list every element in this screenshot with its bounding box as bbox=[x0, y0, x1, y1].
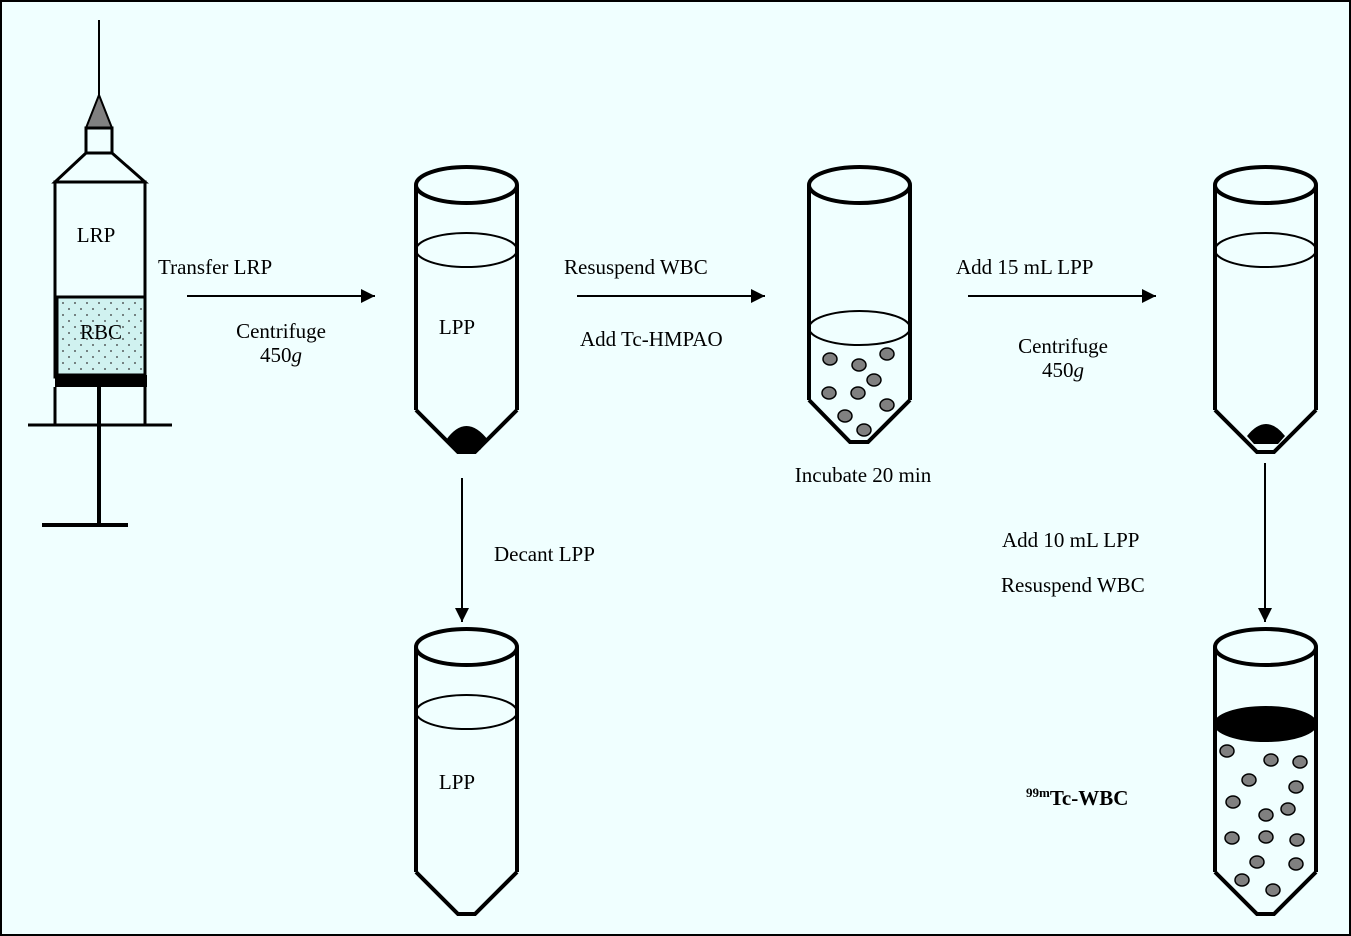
cell bbox=[1288, 857, 1304, 871]
syringe bbox=[28, 20, 172, 527]
tube-5 bbox=[1213, 627, 1318, 916]
decant-label: Decant LPP bbox=[494, 542, 595, 566]
cell bbox=[1234, 873, 1250, 887]
cell bbox=[1219, 744, 1235, 758]
down2-label-line2: Resuspend WBC bbox=[1001, 573, 1145, 597]
step1-bottom-label-line2: 450g bbox=[260, 345, 302, 366]
cell bbox=[1258, 808, 1274, 822]
tube-5-dark-layer bbox=[1214, 706, 1317, 742]
cell bbox=[1292, 755, 1308, 769]
tube-2-meniscus bbox=[808, 310, 911, 346]
cell bbox=[1263, 753, 1279, 767]
cell bbox=[822, 352, 838, 366]
syringe-plunger-seal bbox=[55, 375, 147, 387]
cell bbox=[851, 358, 867, 372]
product-isotope-superscript: 99m bbox=[1026, 785, 1050, 800]
tube4-content-label: LPP bbox=[438, 770, 476, 794]
cell bbox=[1225, 795, 1241, 809]
cell bbox=[1249, 855, 1265, 869]
tube-4 bbox=[414, 627, 519, 916]
step3-speed-unit: g bbox=[1073, 358, 1085, 382]
tube-3 bbox=[1213, 165, 1318, 454]
tube-2 bbox=[807, 165, 912, 444]
step2-bottom-label: Add Tc-HMPAO bbox=[580, 327, 723, 351]
syringe-lrp-label: LRP bbox=[76, 223, 116, 247]
tube-1-pellet bbox=[446, 426, 488, 450]
step3-speed-value: 450 bbox=[1042, 358, 1074, 382]
step1-bottom-label-line1: Centrifuge bbox=[236, 319, 326, 343]
arrows bbox=[187, 289, 1272, 622]
step3-bottom-label-line2: 450g bbox=[1042, 360, 1084, 381]
cell bbox=[856, 423, 872, 437]
tube-2-cells bbox=[821, 347, 895, 437]
tube-3-pellet bbox=[1247, 424, 1285, 444]
cell bbox=[866, 373, 882, 387]
tube-3-meniscus bbox=[1214, 232, 1317, 268]
cell bbox=[1241, 773, 1257, 787]
product-name: Tc-WBC bbox=[1049, 786, 1129, 810]
tube2-caption: Incubate 20 min bbox=[794, 463, 932, 487]
cell bbox=[1224, 831, 1240, 845]
cell bbox=[1288, 780, 1304, 794]
tube1-content-label: LPP bbox=[438, 315, 476, 339]
step2-top-label: Resuspend WBC bbox=[564, 255, 708, 279]
tube-1 bbox=[414, 165, 519, 454]
syringe-rbc-layer bbox=[55, 295, 147, 377]
cell bbox=[1258, 830, 1274, 844]
cell bbox=[1280, 802, 1296, 816]
cell bbox=[850, 386, 866, 400]
step3-bottom-label-line1: Centrifuge bbox=[1018, 334, 1108, 358]
cell bbox=[879, 398, 895, 412]
tube-5-cells bbox=[1219, 744, 1308, 897]
cell bbox=[821, 386, 837, 400]
step3-top-label: Add 15 mL LPP bbox=[956, 255, 1094, 279]
tube-4-meniscus bbox=[415, 694, 518, 730]
syringe-rbc-label: RBC bbox=[79, 320, 123, 344]
product-label: 99mTc-WBC bbox=[1026, 786, 1128, 809]
tube-1-meniscus bbox=[415, 232, 518, 268]
syringe-hub bbox=[84, 126, 114, 155]
cell bbox=[1265, 883, 1281, 897]
step1-speed-unit: g bbox=[291, 343, 303, 367]
cell bbox=[837, 409, 853, 423]
step1-top-label: Transfer LRP bbox=[158, 255, 273, 279]
cell bbox=[879, 347, 895, 361]
down2-label-line1: Add 10 mL LPP bbox=[1002, 528, 1140, 552]
cell bbox=[1289, 833, 1305, 847]
step1-speed-value: 450 bbox=[260, 343, 292, 367]
